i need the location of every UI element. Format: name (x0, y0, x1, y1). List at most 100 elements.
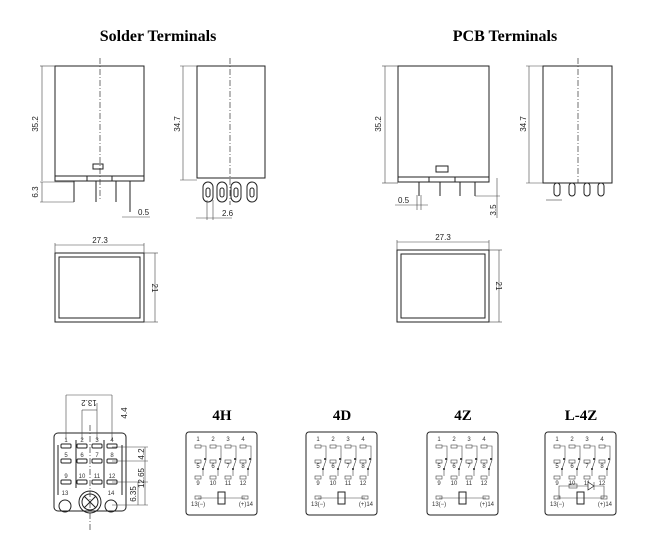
socket-pin-number: 8 (110, 453, 114, 459)
solder-top-view: 27.3 21 (54, 236, 159, 323)
solder-width-label: 27.3 (92, 236, 108, 245)
contact-terminal (359, 459, 367, 464)
socket-pin (76, 443, 88, 449)
contact-arm (217, 459, 222, 470)
contact-terminal (209, 459, 217, 464)
pin-number: 6 (570, 464, 574, 470)
coil-positive-label: (+)14 (239, 502, 254, 508)
coil-terminal (314, 495, 322, 500)
socket-pin (76, 458, 88, 464)
contact-wire (366, 445, 372, 460)
pin-number: 6 (452, 464, 456, 470)
contact-terminal (209, 444, 217, 449)
contact-terminal (329, 475, 337, 480)
contact-point (473, 468, 475, 470)
solder-pin-hole (205, 187, 211, 198)
contact-arm (367, 459, 372, 470)
contact-terminal (239, 459, 247, 464)
contact-terminal (194, 444, 202, 449)
solder-pin (202, 181, 214, 203)
socket-pin (106, 458, 118, 464)
pin-number: 11 (345, 481, 352, 487)
contact-arm (488, 459, 493, 470)
contact-terminal (359, 475, 367, 480)
contact-terminal (329, 459, 337, 464)
pcb-height-front-label: 35.2 (374, 116, 383, 132)
contact-wire (442, 445, 448, 460)
pin-number: 4 (361, 437, 365, 443)
contact-terminal (450, 459, 458, 464)
socket-pin (60, 479, 72, 485)
socket-pin (106, 479, 118, 485)
contact-terminal (314, 475, 322, 480)
contact-terminal (239, 444, 247, 449)
contact-arm (606, 459, 611, 470)
pin-number: 5 (555, 464, 559, 470)
pin-number: 8 (482, 464, 486, 470)
socket-pin-number: 5 (64, 453, 68, 459)
contact-terminal (568, 459, 576, 464)
contact-point (324, 458, 326, 460)
pin-number: 12 (360, 481, 367, 487)
contact-terminal (450, 475, 458, 480)
pcb-terminals-title: PCB Terminals (453, 28, 557, 45)
pin-number: 12 (481, 481, 488, 487)
socket-pin (91, 458, 103, 464)
socket-pin (60, 443, 72, 449)
pin-number: 2 (452, 437, 456, 443)
contact-wire (605, 445, 611, 460)
contact-point (247, 468, 249, 470)
contact-terminal (568, 475, 576, 480)
contact-point (354, 458, 356, 460)
pin-number: 3 (467, 437, 471, 443)
socket-pin (106, 443, 118, 449)
contact-point (337, 468, 339, 470)
socket-pin-number: 1 (64, 438, 68, 444)
contact-arm (337, 459, 342, 470)
contact-point (490, 458, 492, 460)
solder-pin-pitch-label: 2.6 (222, 209, 234, 218)
pin-number: 7 (226, 464, 230, 470)
contact-terminal (344, 459, 352, 464)
pin-number: 4 (482, 437, 486, 443)
contact-terminal (553, 459, 561, 464)
contact-terminal (583, 475, 591, 480)
contact-arm (322, 459, 327, 470)
solder-front-view: 35.2 6.3 0.5 (31, 58, 150, 218)
pin-number: 4 (600, 437, 604, 443)
pin-number: 7 (346, 464, 350, 470)
contact-terminal (224, 459, 232, 464)
contact-wire (590, 445, 596, 460)
contact-terminal (435, 444, 443, 449)
contact-point (563, 458, 565, 460)
contact-point (578, 458, 580, 460)
solder-height-front-label: 35.2 (31, 116, 40, 132)
contact-wire (487, 445, 493, 460)
contact-terminal (239, 475, 247, 480)
contact-terminal (435, 459, 443, 464)
contact-wire (246, 445, 252, 460)
pin-number: 3 (226, 437, 230, 443)
wiring-title: 4H (212, 408, 232, 424)
contact-arm (561, 459, 566, 470)
contact-point (204, 458, 206, 460)
contact-wire (201, 445, 207, 460)
contact-terminal (598, 459, 606, 464)
diode-icon (587, 481, 595, 491)
socket-pin (91, 479, 103, 485)
pin-number: 5 (437, 464, 441, 470)
contact-terminal (553, 475, 561, 480)
contact-point (234, 458, 236, 460)
contact-terminal (329, 444, 337, 449)
socket-span-label: 13.2 (81, 398, 97, 407)
contact-wire (472, 445, 478, 460)
pin-number: 2 (331, 437, 335, 443)
contact-point (367, 468, 369, 470)
pin-number: 6 (331, 464, 335, 470)
contact-terminal (598, 475, 606, 480)
pin-number: 11 (225, 481, 232, 487)
contact-wire (560, 445, 566, 460)
contact-point (591, 468, 593, 470)
